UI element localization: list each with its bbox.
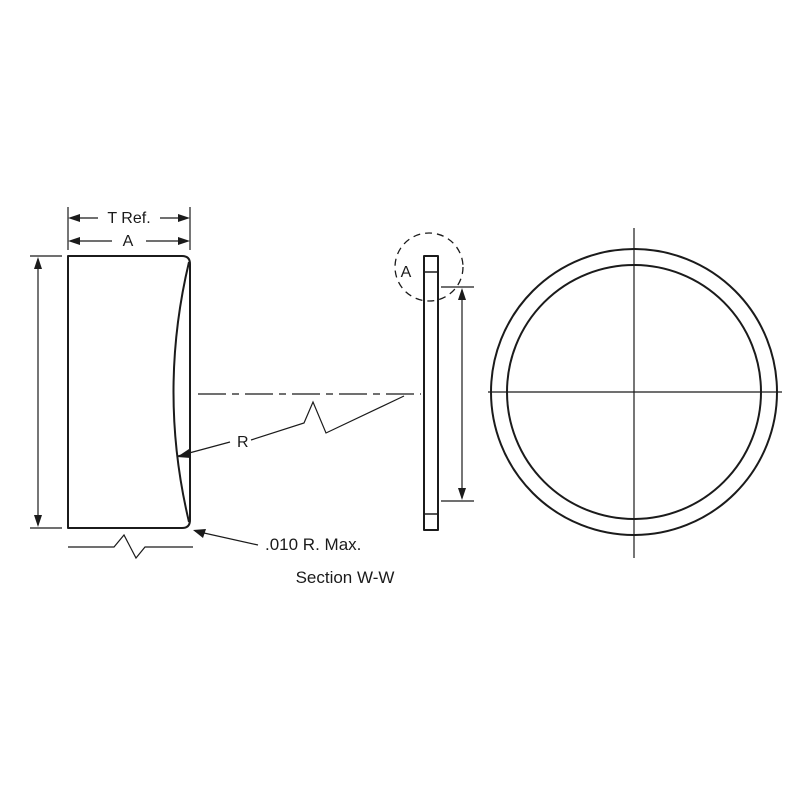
section-caption: Section W-W [296,568,395,587]
radius-leader: R [177,395,405,458]
detail-circle-outline [394,232,464,302]
detail-circle-a: A [394,232,464,302]
arrow-right-icon [178,237,190,245]
arrow-right-icon [178,214,190,222]
top-extension-lines [67,207,191,250]
leader-line [194,530,259,546]
section-view [67,255,191,529]
detail-a-label: A [401,264,412,281]
edge-view-outline [423,255,439,531]
lens-surface-arc [172,261,190,523]
corner-radius-note: .010 R. Max. [265,535,361,554]
arrow-left-icon [68,237,80,245]
arrow-up-icon [458,288,466,300]
arrow-left-icon [68,214,80,222]
arrow-up-icon [34,257,42,269]
a-label: A [123,233,134,250]
dimension-height-left [30,255,62,529]
radius-label: R [237,434,249,451]
dimension-t-ref: T Ref. [68,210,190,227]
front-view [488,228,782,558]
arrow-down-icon [458,488,466,500]
inner-circle [506,264,762,520]
dimension-height-right [441,286,474,502]
dimension-a: A [68,233,190,250]
edge-view [423,255,439,531]
leader-segment-1 [177,441,231,457]
corner-radius-callout: .010 R. Max. [193,529,361,554]
outer-circle [490,248,778,536]
bottom-break-line [68,533,193,560]
arrow-down-icon [34,515,42,527]
leader-segment-2 [250,395,405,441]
t-ref-label: T Ref. [107,210,150,227]
section-outline [67,255,191,529]
